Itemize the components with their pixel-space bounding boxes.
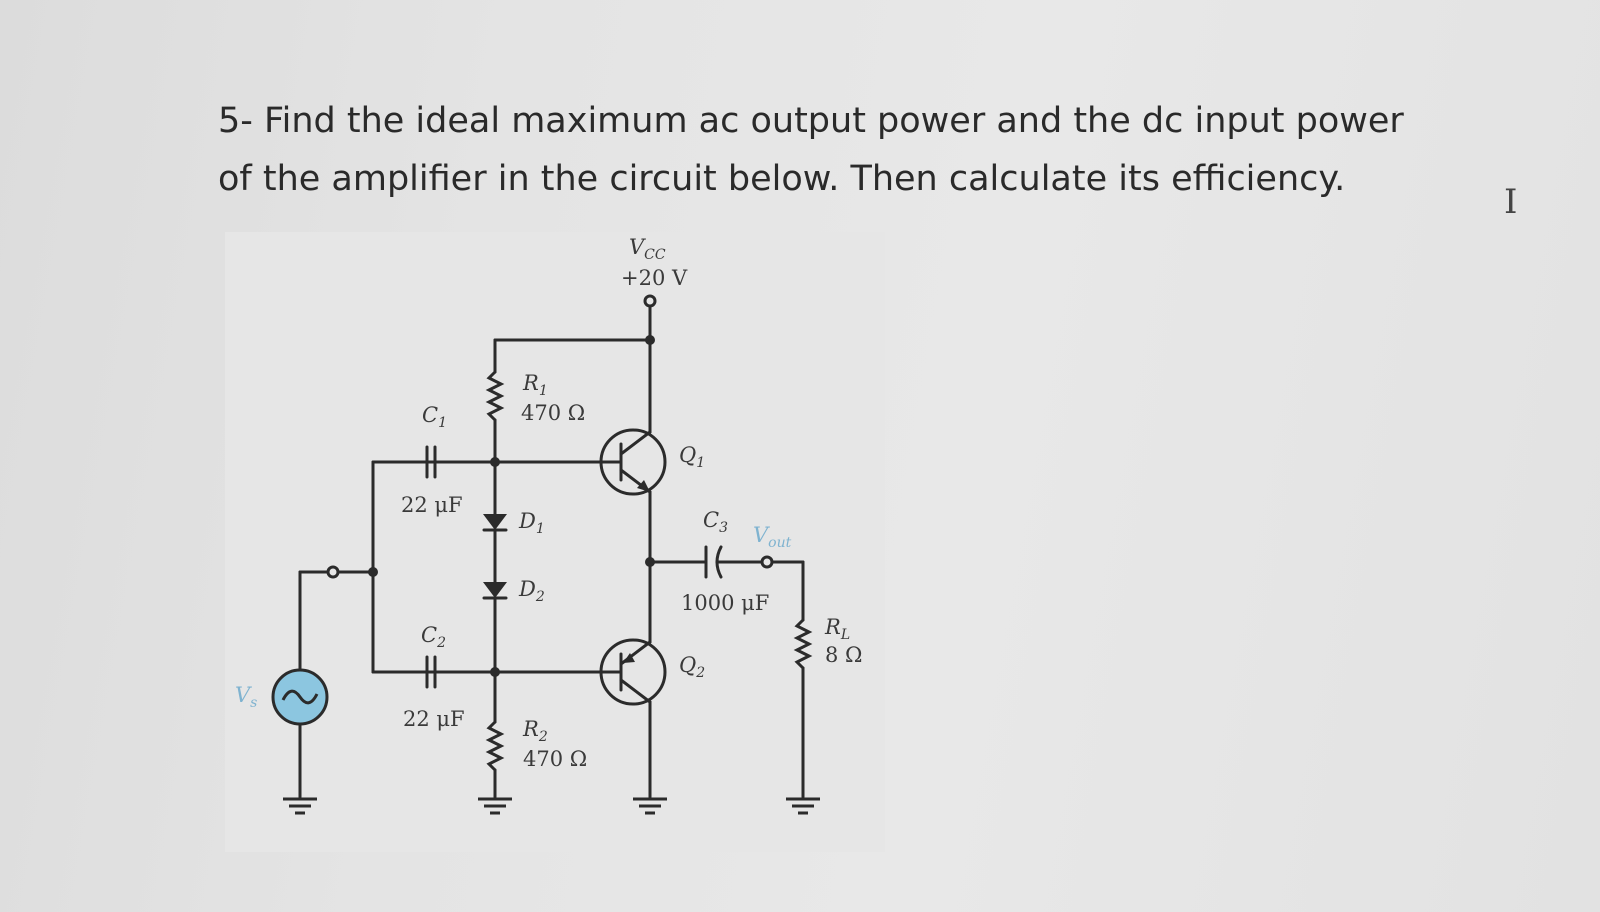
diode-d2 — [483, 582, 507, 598]
d1-name: D1 — [518, 509, 545, 537]
resistor-rl — [793, 618, 813, 670]
c1-name: C1 — [422, 403, 447, 431]
c3-name: C3 — [703, 508, 728, 536]
vs-name: Vs — [235, 683, 257, 711]
c2-value: 22 μF — [403, 707, 465, 731]
diode-d1 — [483, 514, 507, 530]
ground-icon — [283, 797, 317, 815]
c2-name: C2 — [421, 623, 446, 651]
rl-value: 8 Ω — [825, 643, 862, 667]
junction-dot — [490, 667, 500, 677]
c1-value: 22 μF — [401, 493, 463, 517]
text-cursor-icon: I — [1504, 182, 1518, 222]
transistor-q2-collector — [619, 678, 652, 704]
junction-dot — [490, 457, 500, 467]
ground-icon — [633, 797, 667, 815]
c3-value: 1000 μF — [681, 591, 769, 615]
q2-name: Q2 — [679, 653, 705, 681]
transistor-q2 — [599, 638, 667, 706]
transistor-q1 — [599, 428, 667, 496]
resistor-r2 — [485, 720, 505, 772]
q1-name: Q1 — [679, 443, 705, 471]
d2-name: D2 — [518, 577, 545, 605]
vcc-value: +20 V — [621, 266, 688, 290]
sine-wave-icon — [281, 689, 319, 705]
ground-icon — [786, 797, 820, 815]
junction-dot — [368, 567, 378, 577]
circuit-diagram: VCC +20 V R1 470 Ω C1 22 μF D1 D2 Q1 Q2 … — [235, 235, 862, 815]
r2-name: R2 — [522, 717, 548, 745]
r2-value: 470 Ω — [523, 747, 587, 771]
resistor-r1 — [485, 370, 505, 422]
question-line-2: of the amplifier in the circuit below. T… — [218, 159, 1346, 199]
r1-name: R1 — [522, 371, 548, 399]
question-line-1: 5- Find the ideal maximum ac output powe… — [218, 101, 1404, 141]
question-text: 5- Find the ideal maximum ac output powe… — [218, 92, 1478, 208]
transistor-q1-collector — [619, 430, 652, 456]
junction-dot — [645, 335, 655, 345]
transistor-q2-arrow — [623, 653, 635, 663]
transistor-q1-arrow — [637, 480, 650, 492]
rl-name: RL — [824, 615, 850, 643]
circuit-figure: VCC +20 V R1 470 Ω C1 22 μF D1 D2 Q1 Q2 … — [225, 232, 885, 852]
vcc-name: VCC — [629, 235, 666, 263]
vout-name: Vout — [753, 523, 792, 551]
ground-icon — [478, 797, 512, 815]
r1-value: 470 Ω — [521, 401, 585, 425]
junction-dot — [645, 557, 655, 567]
